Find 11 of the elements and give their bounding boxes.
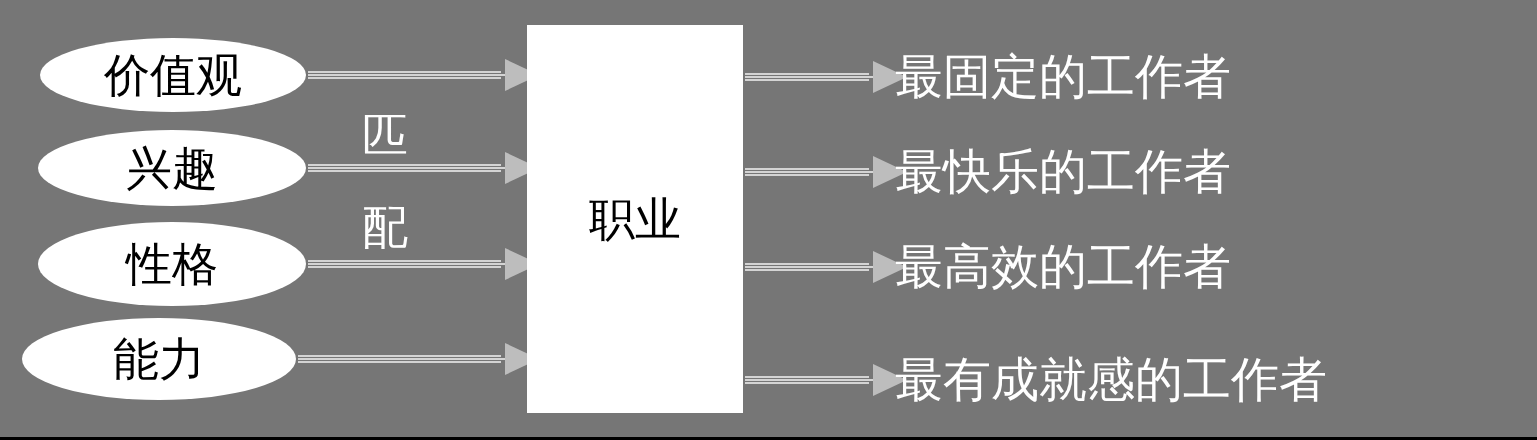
node-label: 最有成就感的工作者 [895,352,1327,408]
node-label: 价值观 [104,48,242,103]
process-box [527,25,743,413]
node-label: 职业 [589,192,681,247]
node-label: 兴趣 [126,141,218,196]
vertical-label: 匹配 [362,109,408,255]
node-label: 最快乐的工作者 [895,144,1231,200]
node-label: 最高效的工作者 [895,239,1231,295]
node-label: 性格 [126,237,218,292]
node-label: 能力 [113,332,205,387]
node-label: 最固定的工作者 [895,49,1231,105]
